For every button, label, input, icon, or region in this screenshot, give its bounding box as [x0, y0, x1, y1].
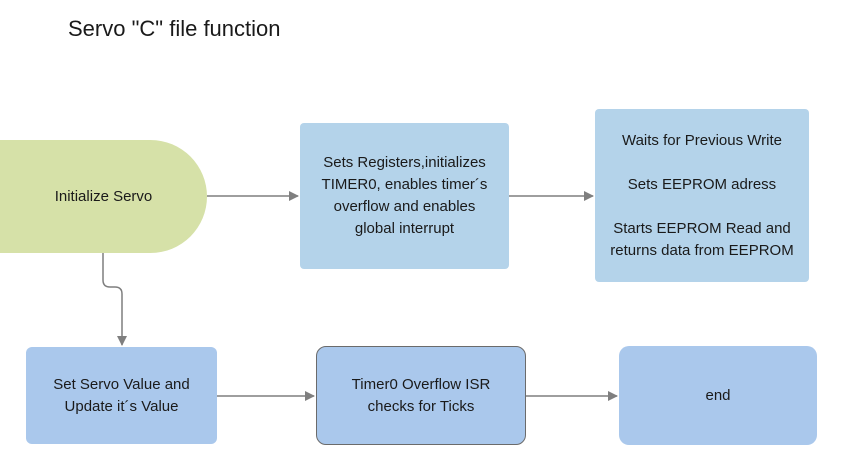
node-sets-registers: Sets Registers,initializes TIMER0, enabl… — [300, 123, 509, 269]
node-eeprom-line-4: returns data from EEPROM — [610, 241, 794, 259]
node-sets-registers-line-3: overflow and enables — [333, 198, 476, 215]
node-end-label: end — [705, 386, 731, 404]
node-set-servo-value: Set Servo Value and Update it´s Value — [26, 347, 217, 444]
node-sets-registers-line-2: TIMER0, enables timer´s — [321, 176, 488, 193]
node-timer-line-1: Timer0 Overflow ISR — [351, 375, 491, 393]
edge-initialize-to-set-servo — [102, 253, 127, 346]
node-eeprom-line-1: Waits for Previous Write — [621, 131, 783, 149]
node-set-servo-line-1: Set Servo Value and — [53, 375, 190, 393]
diagram-title: Servo "C" file function — [68, 16, 281, 41]
node-timer-line-2: checks for Ticks — [367, 397, 475, 415]
node-set-servo-line-2: Update it´s Value — [64, 397, 179, 415]
node-initialize-servo-label: Initialize Servo — [54, 187, 153, 205]
node-end: end — [619, 346, 817, 445]
node-eeprom-read: Waits for Previous Write Sets EEPROM adr… — [595, 109, 809, 282]
node-sets-registers-line-4: global interrupt — [354, 220, 455, 237]
node-eeprom-line-2: Sets EEPROM adress — [627, 175, 777, 193]
node-eeprom-line-3: Starts EEPROM Read and — [613, 219, 791, 237]
node-sets-registers-line-1: Sets Registers,initializes — [323, 154, 486, 171]
node-initialize-servo: Initialize Servo — [0, 140, 207, 253]
node-timer0-overflow-isr: Timer0 Overflow ISR checks for Ticks — [316, 346, 526, 445]
